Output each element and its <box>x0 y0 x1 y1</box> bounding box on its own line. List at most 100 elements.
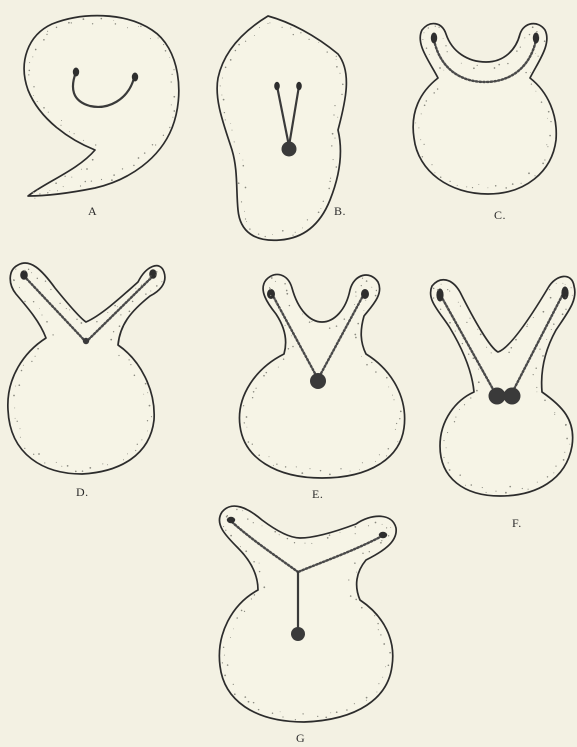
stipple-dot <box>375 371 377 373</box>
figure-b-bead-left <box>274 82 280 91</box>
stipple-dot <box>95 144 96 145</box>
stipple-dot <box>571 287 572 288</box>
stipple-dot <box>283 358 284 359</box>
stipple-dot <box>318 211 320 213</box>
stipple-dot <box>318 42 319 43</box>
stipple-dot <box>443 440 444 441</box>
stipple-dot <box>66 308 67 309</box>
figure-g-label: G <box>296 731 305 745</box>
stipple-dot <box>118 355 119 356</box>
stipple-dot <box>341 94 342 95</box>
stipple-dot <box>348 579 349 580</box>
stipple-dot <box>446 308 447 309</box>
stipple-dot <box>330 178 331 179</box>
stipple-dot <box>35 356 36 357</box>
stipple-dot <box>171 74 172 75</box>
figure-f-outline <box>431 276 575 496</box>
stipple-dot <box>269 288 271 290</box>
stipple-dot <box>259 571 260 572</box>
stipple-dot <box>563 459 565 461</box>
stipple-dot <box>96 321 97 322</box>
figure-d-label: D. <box>76 485 89 499</box>
stipple-dot <box>532 26 534 28</box>
stipple-dot <box>422 156 423 157</box>
stipple-dot <box>505 492 507 494</box>
stipple-dot <box>117 306 118 307</box>
stipple-dot <box>113 20 114 21</box>
stipple-dot <box>554 412 555 413</box>
stipple-dot <box>265 236 266 237</box>
stipple-dot <box>525 72 526 73</box>
stipple-dot <box>381 540 382 541</box>
stipple-dot <box>39 308 40 309</box>
stipple-dot <box>329 474 331 476</box>
stipple-dot <box>128 359 129 360</box>
stipple-dot <box>138 26 139 27</box>
stipple-dot <box>459 474 461 476</box>
stipple-dot <box>71 22 72 23</box>
stipple-dot <box>424 104 426 106</box>
stipple-dot <box>449 291 450 292</box>
stipple-dot <box>224 655 225 656</box>
figure-c-label: C. <box>494 208 506 222</box>
stipple-dot <box>512 183 514 185</box>
stipple-dot <box>245 187 247 189</box>
stipple-dot <box>61 466 62 467</box>
stipple-dot <box>225 66 227 68</box>
stipple-dot <box>355 599 357 601</box>
stipple-dot <box>171 81 172 82</box>
stipple-dot <box>354 526 356 528</box>
stipple-dot <box>329 181 330 182</box>
stipple-dot <box>129 310 131 312</box>
stipple-dot <box>119 325 121 327</box>
stipple-dot <box>508 352 509 353</box>
stipple-dot <box>478 381 480 383</box>
stipple-dot <box>76 319 77 320</box>
stipple-dot <box>248 441 250 443</box>
stipple-dot <box>91 180 92 181</box>
stipple-dot <box>565 309 566 310</box>
stipple-dot <box>151 416 152 417</box>
stipple-dot <box>64 176 65 177</box>
figure-e-label: E. <box>312 487 323 501</box>
stipple-dot <box>15 386 16 387</box>
stipple-dot <box>302 227 303 228</box>
stipple-dot <box>437 289 439 291</box>
stipple-dot <box>273 465 274 466</box>
stipple-dot <box>333 114 334 115</box>
stipple-dot <box>304 543 305 544</box>
stipple-dot <box>302 314 303 315</box>
stipple-dot <box>279 534 280 535</box>
stipple-dot <box>255 388 256 389</box>
stipple-dot <box>289 305 290 306</box>
stipple-dot <box>515 339 517 341</box>
stipple-dot <box>56 27 57 28</box>
stipple-dot <box>380 634 381 635</box>
stipple-dot <box>63 186 64 187</box>
stipple-dot <box>566 438 568 440</box>
stipple-dot <box>238 44 240 46</box>
stipple-dot <box>354 703 355 704</box>
stipple-dot <box>438 27 439 28</box>
stipple-dot <box>130 364 131 365</box>
stipple-dot <box>482 487 483 488</box>
stipple-dot <box>280 711 281 712</box>
stipple-dot <box>364 310 365 311</box>
stipple-dot <box>383 643 385 645</box>
stipple-dot <box>246 221 247 222</box>
stipple-dot <box>221 95 222 96</box>
stipple-dot <box>539 348 540 349</box>
stipple-dot <box>334 138 335 139</box>
stipple-dot <box>113 331 114 332</box>
stipple-dot <box>271 277 273 279</box>
stipple-dot <box>135 288 136 289</box>
stipple-dot <box>138 157 140 159</box>
stipple-dot <box>392 395 393 396</box>
stipple-dot <box>111 179 113 181</box>
stipple-dot <box>46 321 48 323</box>
stipple-dot <box>269 287 270 288</box>
stipple-dot <box>390 527 391 528</box>
stipple-dot <box>495 491 496 492</box>
stipple-dot <box>317 716 318 717</box>
stipple-dot <box>31 272 32 273</box>
